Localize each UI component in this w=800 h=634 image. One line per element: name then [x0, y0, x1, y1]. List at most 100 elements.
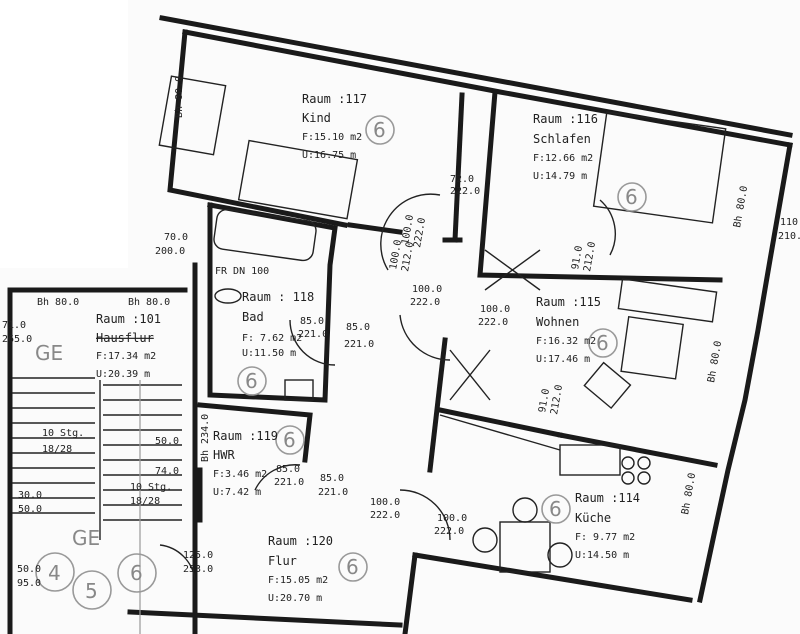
- svg-text:Bh 234.0: Bh 234.0: [200, 414, 211, 462]
- svg-text:253.0: 253.0: [183, 564, 213, 575]
- svg-text:85.0: 85.0: [276, 464, 300, 475]
- svg-text:F:15.10 m2: F:15.10 m2: [302, 132, 362, 143]
- svg-text:222.0: 222.0: [478, 317, 508, 328]
- svg-text:91.0: 91.0: [570, 245, 585, 271]
- svg-text:222.0: 222.0: [370, 510, 400, 521]
- svg-text:265.0: 265.0: [2, 334, 32, 345]
- svg-text:50.0: 50.0: [155, 436, 179, 447]
- svg-text:70.0: 70.0: [164, 232, 188, 243]
- room-120-label: Raum :120 Flur F:15.05 m2 U:20.70 m: [268, 534, 333, 604]
- svg-text:6: 6: [373, 118, 386, 142]
- svg-text:Raum :114: Raum :114: [575, 491, 640, 505]
- svg-text:U:20.39 m: U:20.39 m: [96, 369, 150, 380]
- handwritten-marks: 6 6 6 6 6 6 6 6 5 4 GE GE: [35, 115, 647, 610]
- svg-text:100.0: 100.0: [370, 497, 400, 508]
- svg-text:50.0: 50.0: [18, 504, 42, 515]
- room-101-label: Raum :101 Hausflur F:17.34 m2 U:20.39 m: [96, 312, 161, 380]
- svg-text:85.0: 85.0: [346, 322, 370, 333]
- svg-text:U:17.46 m: U:17.46 m: [536, 354, 590, 365]
- svg-text:212.0: 212.0: [400, 241, 416, 273]
- room-117-label: Raum :117 Kind F:15.10 m2 U:16.75 m: [302, 92, 367, 161]
- svg-text:100.0: 100.0: [480, 304, 510, 315]
- svg-text:6: 6: [549, 497, 562, 521]
- svg-text:30.0: 30.0: [18, 490, 42, 501]
- svg-text:Raum :120: Raum :120: [268, 534, 333, 548]
- svg-text:10 Stg.: 10 Stg.: [130, 482, 172, 493]
- svg-text:100.0: 100.0: [400, 214, 416, 246]
- svg-text:85.0: 85.0: [300, 316, 324, 327]
- annotations: FR DN 100 Bh 80.0 Bh 80.0 Bh 80.0 Bh 80.…: [18, 76, 750, 516]
- table: [620, 315, 684, 380]
- room-114-label: Raum :114 Küche F: 9.77 m2 U:14.50 m: [575, 491, 640, 561]
- svg-text:Raum :115: Raum :115: [536, 295, 601, 309]
- svg-text:F:17.34 m2: F:17.34 m2: [96, 351, 156, 362]
- svg-text:6: 6: [283, 428, 296, 452]
- svg-text:F:15.05 m2: F:15.05 m2: [268, 575, 328, 586]
- toilet: [214, 288, 242, 304]
- sofa-back: [617, 278, 718, 323]
- svg-text:125.0: 125.0: [183, 550, 213, 561]
- svg-text:FR DN 100: FR DN 100: [215, 266, 269, 277]
- svg-text:Wohnen: Wohnen: [536, 315, 579, 329]
- room-115-label: Raum :115 Wohnen F:16.32 m2 U:17.46 m: [536, 295, 601, 365]
- blank-area: [0, 0, 128, 268]
- svg-text:Bh 80.0: Bh 80.0: [706, 340, 724, 383]
- svg-text:U:14.50 m: U:14.50 m: [575, 550, 629, 561]
- svg-text:Küche: Küche: [575, 511, 611, 525]
- svg-text:6: 6: [596, 331, 609, 355]
- svg-text:85.0: 85.0: [320, 473, 344, 484]
- svg-text:10 Stg.: 10 Stg.: [42, 428, 84, 439]
- room-119-label: Raum :119 HWR F:3.46 m2 U:7.42 m: [213, 429, 278, 498]
- bathtub: [213, 208, 317, 262]
- sink-unit: [559, 444, 621, 476]
- desk: [158, 75, 227, 156]
- svg-text:212.0: 212.0: [549, 384, 565, 416]
- svg-text:Kind: Kind: [302, 111, 331, 125]
- armchair: [583, 361, 632, 410]
- svg-text:6: 6: [245, 369, 258, 393]
- svg-text:50.0: 50.0: [17, 564, 41, 575]
- svg-text:Raum :116: Raum :116: [533, 112, 598, 126]
- svg-text:222.0: 222.0: [434, 526, 464, 537]
- svg-text:100.0: 100.0: [412, 284, 442, 295]
- svg-text:HWR: HWR: [213, 448, 235, 462]
- svg-text:F:16.32 m2: F:16.32 m2: [536, 336, 596, 347]
- svg-text:222.0: 222.0: [450, 186, 480, 197]
- svg-text:5: 5: [85, 579, 98, 603]
- svg-text:222.0: 222.0: [410, 297, 440, 308]
- svg-text:6: 6: [625, 185, 638, 209]
- svg-text:Bad: Bad: [242, 310, 264, 324]
- svg-text:Bh 80.0: Bh 80.0: [680, 472, 698, 515]
- room-116-label: Raum :116 Schlafen F:12.66 m2 U:14.79 m: [533, 112, 598, 182]
- svg-text:F:12.66 m2: F:12.66 m2: [533, 153, 593, 164]
- svg-text:221.0: 221.0: [318, 487, 348, 498]
- svg-text:F: 7.62 m2: F: 7.62 m2: [242, 333, 302, 344]
- svg-text:212.0: 212.0: [582, 241, 598, 273]
- bed-schlafen: [592, 111, 727, 224]
- svg-text:U:14.79 m: U:14.79 m: [533, 171, 587, 182]
- svg-text:Schlafen: Schlafen: [533, 132, 591, 146]
- svg-text:U:16.75 m: U:16.75 m: [302, 150, 356, 161]
- svg-text:91.0: 91.0: [537, 388, 552, 414]
- svg-text:Raum :117: Raum :117: [302, 92, 367, 106]
- svg-text:110.0: 110.0: [780, 217, 800, 228]
- svg-text:221.0: 221.0: [274, 477, 304, 488]
- svg-text:F:3.46 m2: F:3.46 m2: [213, 469, 267, 480]
- svg-text:U:20.70 m: U:20.70 m: [268, 593, 322, 604]
- svg-text:Bh 80.0: Bh 80.0: [128, 297, 170, 308]
- svg-text:Raum :119: Raum :119: [213, 429, 278, 443]
- svg-text:100.0: 100.0: [388, 239, 404, 271]
- svg-text:72.0: 72.0: [450, 174, 474, 185]
- svg-text:6: 6: [346, 555, 359, 579]
- furniture: [158, 75, 727, 581]
- svg-text:Bh 80.0: Bh 80.0: [37, 297, 79, 308]
- svg-text:18/28: 18/28: [42, 444, 72, 455]
- svg-text:222.0: 222.0: [412, 217, 428, 249]
- svg-text:71.0: 71.0: [2, 320, 26, 331]
- walls: [7, 15, 793, 634]
- svg-text:Hausflur: Hausflur: [96, 331, 154, 345]
- svg-text:U:7.42 m: U:7.42 m: [213, 487, 261, 498]
- door-swing: [380, 193, 441, 271]
